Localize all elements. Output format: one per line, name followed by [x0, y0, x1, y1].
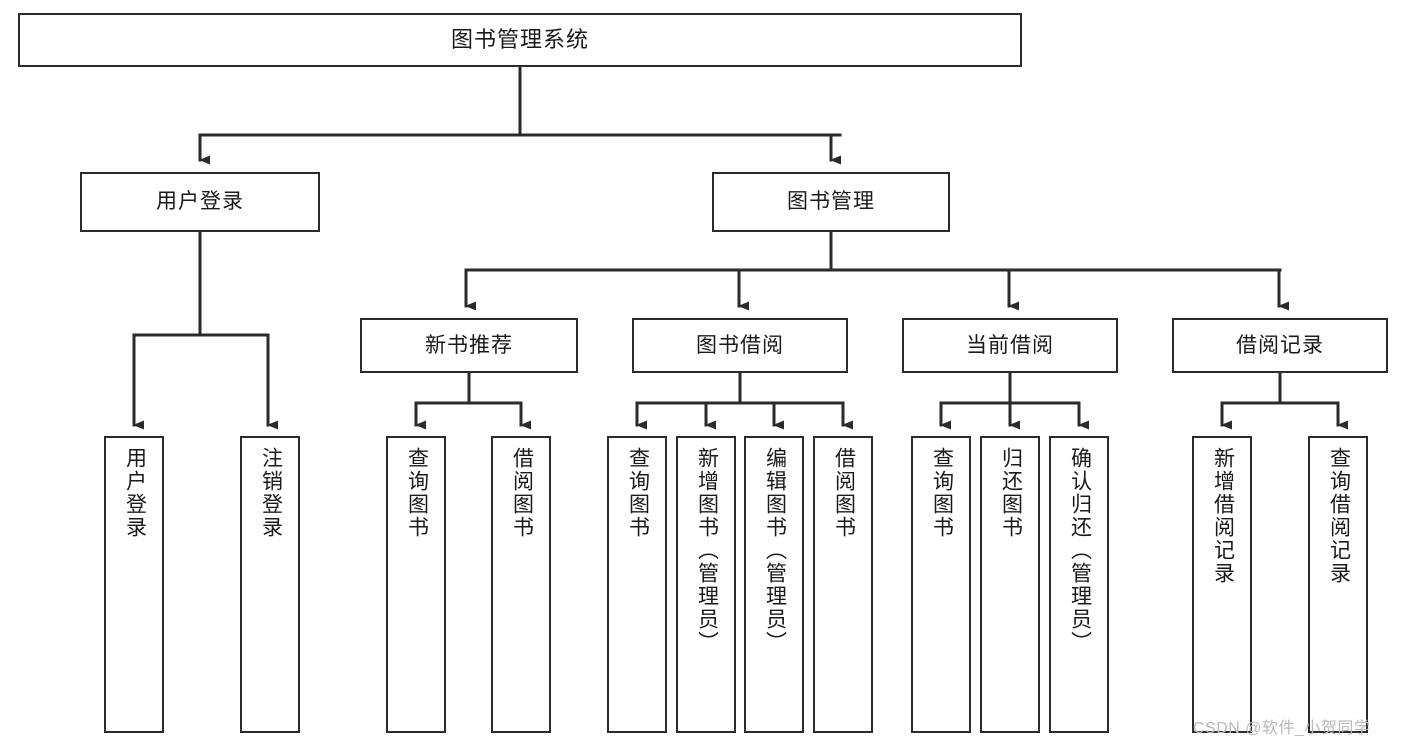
- leaf-return-book[interactable]: 归还图书: [980, 436, 1040, 733]
- node-label: 归还图书: [999, 447, 1023, 539]
- node-label: 图书管理: [787, 190, 875, 214]
- node-book-management[interactable]: 图书管理: [712, 172, 950, 232]
- node-label: 查询图书: [626, 447, 650, 539]
- watermark: CSDN @软件_小贺同学: [1193, 720, 1371, 737]
- node-current-borrowing[interactable]: 当前借阅: [902, 318, 1118, 373]
- leaf-confirm-return-admin[interactable]: 确认归还（管理员）: [1049, 436, 1109, 733]
- node-label: 借阅记录: [1236, 333, 1324, 357]
- leaf-borrow-book-newbook[interactable]: 借阅图书: [491, 436, 551, 733]
- node-label: 当前借阅: [966, 333, 1054, 357]
- node-label: 借阅图书: [832, 447, 856, 539]
- node-label: 查询图书: [405, 447, 429, 539]
- leaf-user-login[interactable]: 用户登录: [104, 436, 164, 733]
- node-label: 确认归还（管理员）: [1068, 447, 1092, 654]
- leaf-borrow-book[interactable]: 借阅图书: [813, 436, 873, 733]
- node-label: 注销登录: [259, 447, 283, 539]
- node-label: 图书管理系统: [450, 26, 589, 52]
- node-label: 新增借阅记录: [1211, 447, 1235, 585]
- node-root-book-management-system[interactable]: 图书管理系统: [18, 13, 1022, 67]
- node-label: 新书推荐: [425, 333, 513, 357]
- leaf-edit-book-admin[interactable]: 编辑图书（管理员）: [744, 436, 804, 733]
- node-borrowing-records[interactable]: 借阅记录: [1172, 318, 1388, 373]
- node-label: 新增图书（管理员）: [695, 447, 719, 654]
- node-label: 查询图书: [930, 447, 954, 539]
- leaf-add-book-admin[interactable]: 新增图书（管理员）: [676, 436, 736, 733]
- node-user-login[interactable]: 用户登录: [80, 172, 320, 232]
- leaf-logout[interactable]: 注销登录: [240, 436, 300, 733]
- leaf-query-borrow-record[interactable]: 查询借阅记录: [1308, 436, 1368, 733]
- node-label: 用户登录: [156, 190, 244, 214]
- node-label: 用户登录: [123, 447, 147, 539]
- node-label: 编辑图书（管理员）: [763, 447, 787, 654]
- leaf-query-book-newbook[interactable]: 查询图书: [386, 436, 446, 733]
- leaf-query-book-borrow[interactable]: 查询图书: [607, 436, 667, 733]
- node-new-book-recommendation[interactable]: 新书推荐: [360, 318, 578, 373]
- node-label: 图书借阅: [696, 333, 784, 357]
- node-label: 查询借阅记录: [1327, 447, 1351, 585]
- leaf-query-book-current[interactable]: 查询图书: [911, 436, 971, 733]
- node-book-borrowing[interactable]: 图书借阅: [632, 318, 848, 373]
- leaf-add-borrow-record[interactable]: 新增借阅记录: [1192, 436, 1252, 733]
- node-label: 借阅图书: [510, 447, 534, 539]
